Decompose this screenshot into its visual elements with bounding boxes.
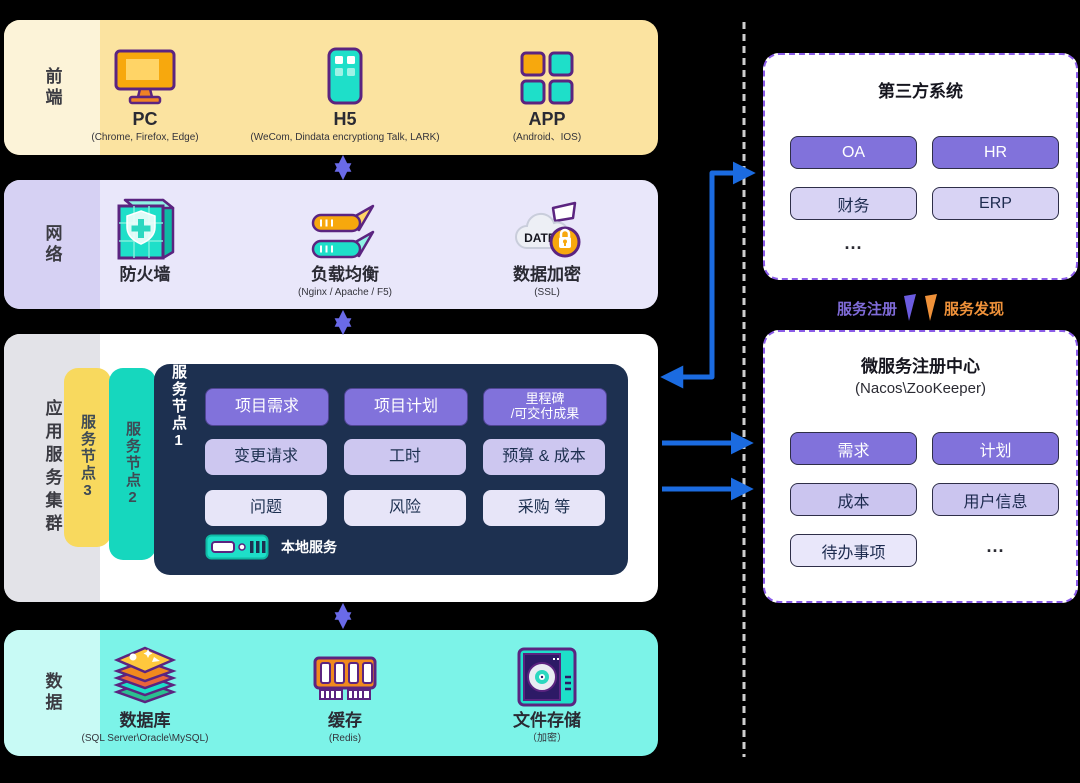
service-node-3: 服务节点3 <box>64 368 111 547</box>
item-title: 缓存 <box>328 711 362 730</box>
data-item-cache: 缓存 (Redis) <box>235 642 455 745</box>
registry-button-todo: 待办事项 <box>790 534 917 567</box>
module-chip: 问题 <box>205 490 327 526</box>
third-party-button-hr: HR <box>932 136 1059 169</box>
local-service-label: 本地服务 <box>281 539 337 555</box>
item-subtitle: (Nginx / Apache / F5) <box>298 286 392 298</box>
module-chip: 风险 <box>344 490 466 526</box>
item-title: 数据库 <box>119 711 171 730</box>
database-icon <box>35 642 255 708</box>
third-party-title: 第三方系统 <box>878 82 963 101</box>
item-subtitle: (SQL Server\Oracle\MySQL) <box>81 732 209 744</box>
module-chip: 预算 & 成本 <box>483 439 605 475</box>
network-layer-strip: 网络 <box>4 180 100 309</box>
data-layer-strip: 数据 <box>4 630 100 756</box>
item-title: 文件存储 <box>513 711 581 730</box>
module-chip: 项目需求 <box>205 388 329 426</box>
network-item-encryption: DATE 数据加密 (SSL) <box>437 194 657 299</box>
encryption-icon-text: DATE <box>524 231 556 245</box>
network-layer-label: 网络 <box>42 223 62 266</box>
registry-subtitle: (Nacos\ZooKeeper) <box>855 380 986 397</box>
registry-button-requirements: 需求 <box>790 432 917 465</box>
third-party-button-oa: OA <box>790 136 917 169</box>
h5-phone-icon <box>235 42 455 106</box>
app-cluster-band: 应用服务集群 服务节点3 服务节点2 服务节点1 项目需求 项目计划 里程碑 /… <box>4 334 658 602</box>
item-subtitle: (Redis) <box>328 732 362 744</box>
item-title: 防火墙 <box>119 265 171 284</box>
ram-memory-icon <box>235 642 455 708</box>
registry-panel: 微服务注册中心 (Nacos\ZooKeeper) 需求 计划 成本 用户信息 … <box>763 330 1078 603</box>
service-register-label: 服务注册 <box>836 300 897 318</box>
service-node-1: 服务节点1 项目需求 项目计划 里程碑 /可交付成果 变更请求 工时 预算 & … <box>154 364 628 575</box>
item-title: 数据加密 <box>513 265 581 284</box>
discover-up-arrow-icon <box>923 294 939 322</box>
third-party-button-finance: 财务 <box>790 187 917 220</box>
item-subtitle: (WeCom, Dindata encryptiong Talk, LARK) <box>250 131 440 143</box>
app-cluster-label: 应用服务集群 <box>42 399 62 537</box>
cluster-thirdparty-connector-arrow <box>660 161 756 389</box>
module-chip: 采购 等 <box>483 490 605 526</box>
frontend-item-app: APP (Android、IOS) <box>437 42 657 144</box>
data-layer-label: 数据 <box>42 672 62 714</box>
item-subtitle: (Chrome, Firefox, Edge) <box>91 131 199 143</box>
service-node-1-label: 服务节点1 <box>170 364 187 451</box>
data-item-database: 数据库 (SQL Server\Oracle\MySQL) <box>35 642 255 745</box>
frontend-layer-label: 前端 <box>42 66 62 109</box>
registry-button-cost: 成本 <box>790 483 917 516</box>
frontend-item-h5: H5 (WeCom, Dindata encryptiong Talk, LAR… <box>235 42 455 144</box>
data-layer-band: 数据 数据库 (SQL Server\Oracle\MySQL) <box>4 630 658 756</box>
service-node-2: 服务节点2 <box>109 368 156 560</box>
module-chip: 项目计划 <box>344 388 468 426</box>
third-party-panel: 第三方系统 OA HR 财务 ERP ... <box>763 53 1078 280</box>
registry-more-ellipsis: ... <box>986 536 1005 556</box>
service-node-2-label: 服务节点2 <box>124 420 141 508</box>
registry-button-userinfo: 用户信息 <box>932 483 1059 516</box>
app-grid-icon <box>437 42 657 106</box>
module-chip: 变更请求 <box>205 439 327 475</box>
network-item-loadbalancer: 负载均衡 (Nginx / Apache / F5) <box>235 194 455 299</box>
item-subtitle: (Android、IOS) <box>512 131 582 143</box>
load-balancer-icon <box>235 194 455 262</box>
service-node-3-label: 服务节点3 <box>79 414 96 501</box>
item-subtitle: （加密） <box>527 732 567 744</box>
data-encryption-lock-icon: DATE <box>437 194 657 262</box>
data-item-filestorage: 文件存储 （加密） <box>437 642 657 745</box>
registry-title: 微服务注册中心 <box>861 357 980 376</box>
item-title: H5 <box>333 109 357 129</box>
third-party-button-erp: ERP <box>932 187 1059 220</box>
local-server-icon <box>205 534 269 560</box>
firewall-icon <box>35 194 255 262</box>
service-discover-label: 服务发现 <box>944 300 1005 318</box>
item-title: PC <box>132 109 158 129</box>
network-item-firewall: 防火墙 <box>35 194 255 287</box>
pc-monitor-icon <box>35 42 255 106</box>
item-subtitle: (SSL) <box>534 286 560 298</box>
local-service-row: 本地服务 <box>205 534 337 560</box>
registry-button-plan: 计划 <box>932 432 1059 465</box>
hard-disk-icon <box>437 642 657 708</box>
frontend-layer-strip: 前端 <box>4 20 100 155</box>
network-layer-band: 网络 防火墙 <box>4 180 658 309</box>
module-chip: 工时 <box>344 439 466 475</box>
frontend-item-pc: PC (Chrome, Firefox, Edge) <box>35 42 255 144</box>
register-down-arrow-icon <box>902 294 918 322</box>
module-chip: 里程碑 /可交付成果 <box>483 388 607 426</box>
item-title: APP <box>528 109 566 129</box>
frontend-layer-band: 前端 PC (Chrome, Firefox, Edge) <box>4 20 658 155</box>
item-title: 负载均衡 <box>311 265 379 284</box>
registry-flow-row: 服务注册 服务发现 <box>763 293 1078 323</box>
third-party-more-ellipsis: ... <box>844 233 863 253</box>
